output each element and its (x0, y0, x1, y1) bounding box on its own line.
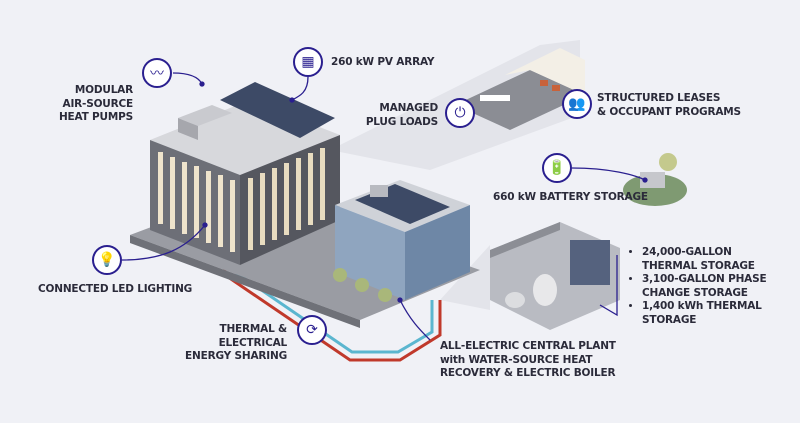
plug-icon: ⏻ (445, 98, 475, 128)
storage-item: 1,400 kWh THERMAL STORAGE (642, 300, 768, 327)
leases-label: STRUCTURED LEASES& OCCUPANT PROGRAMS (597, 92, 741, 118)
battery-label: 660 kW BATTERY STORAGE (493, 191, 648, 203)
led-label: CONNECTED LED LIGHTING (38, 283, 193, 295)
plant-callout-beam (440, 245, 490, 310)
main-office-building (150, 82, 340, 265)
storage-list: 24,000-GALLON THERMAL STORAGE 3,100-GALL… (628, 246, 768, 327)
central-plant-room (490, 222, 620, 330)
battery-site (623, 174, 687, 206)
pv-array-label: 260 kW PV ARRAY (331, 56, 435, 68)
heat-pump-unit (178, 105, 232, 126)
occupants-icon: 👥 (562, 89, 592, 119)
battery-icon: 🔋 (542, 153, 572, 183)
heat-pump-icon: 〰 (142, 58, 172, 88)
solar-panel-icon: ▦ (293, 47, 323, 77)
storage-item: 24,000-GALLON THERMAL STORAGE (642, 246, 768, 273)
storage-item: 3,100-GALLON PHASE CHANGE STORAGE (642, 273, 768, 300)
secondary-building (335, 180, 470, 300)
lightbulb-icon: 💡 (92, 245, 122, 275)
pv-array (220, 82, 335, 138)
energy-sharing-icon: ⟳ (297, 315, 327, 345)
